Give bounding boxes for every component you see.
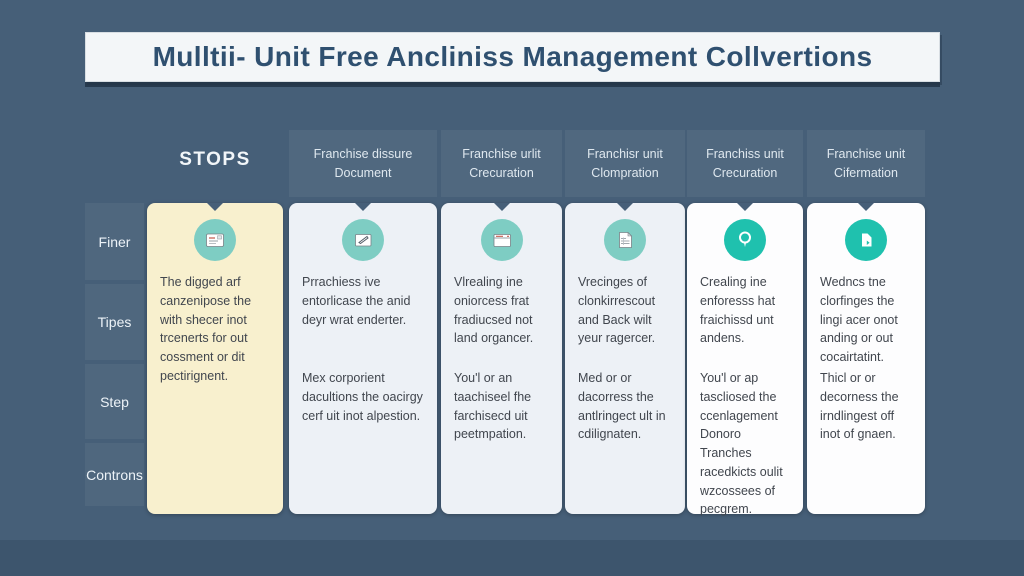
card-paragraph: The digged arf canzenipose the with shec… [160,275,252,383]
id-card-icon [194,219,236,261]
column-header-2: Franchise urlit Crecuration [441,130,562,197]
step-card-4: Vrecinges of clonkirrescout and Back wil… [565,203,685,514]
step-card-2: Prrachiess ive entorlicase the anid deyr… [289,203,437,514]
page-title: Mulltii- Unit Free Ancliniss Management … [152,41,873,72]
step-card-5: Crealing ine enforesss hat fraichissd un… [687,203,803,516]
row-label-step: Step [85,364,144,439]
card-paragraph: Mex corporient dacultions the oacirgy ce… [302,371,423,423]
column-header-4: Franchiss unit Crecuration [687,130,803,197]
card-paragraph: Thicl or or decorness the irndlingest of… [820,371,899,442]
row-label-text: Controns [86,466,143,483]
step-card-3: Vlrealing ine oniorcess frat fradiucsed … [441,203,562,514]
card-notch [737,203,753,211]
card-notch [617,203,633,211]
column-header-5: Franchise unit Cifermation [807,130,925,197]
card-notch [355,203,371,211]
title-bar: Mulltii- Unit Free Ancliniss Management … [85,32,940,82]
card-paragraph: Vrecinges of clonkirrescout and Back wil… [578,275,656,346]
row-label-text: Finer [98,233,131,250]
card-notch [207,203,223,211]
cursor-file-icon [845,219,887,261]
row-label-text: Tipes [97,314,132,330]
row-label-text: Step [100,393,129,410]
column-header-1: Franchise dissure Document [289,130,437,197]
bottom-shade-band [0,540,1024,576]
browser-window-icon [480,219,523,261]
stops-column-header: STOPS [179,149,251,170]
step-card-6: Wedncs tne clorfinges the lingi acer ono… [807,203,925,514]
card-notch [493,203,510,211]
card-paragraph: You'l or ap tascliosed the ccenlagement … [700,371,783,517]
card-paragraph: Med or or dacorress the antlringect ult … [578,371,666,442]
card-paragraph: Vlrealing ine oniorcess frat fradiucsed … [454,275,534,346]
spreadsheet-icon [604,219,646,261]
card-paragraph: You'l or an taachiseel fhe farchisecd ui… [454,371,532,442]
column-header-3: Franchisr unit Clompration [565,130,685,197]
row-label-tipes: Tipes [85,284,144,360]
row-label-controns: Controns [85,443,144,506]
location-pin-icon [724,219,766,261]
edit-document-icon [342,219,384,261]
card-paragraph: Wedncs tne clorfinges the lingi acer ono… [820,275,898,364]
card-paragraph: Prrachiess ive entorlicase the anid deyr… [302,275,411,327]
row-label-finer: Finer [85,203,144,280]
step-card-1: The digged arf canzenipose the with shec… [147,203,283,514]
card-paragraph: Crealing ine enforesss hat fraichissd un… [700,275,776,346]
card-notch [858,203,874,211]
